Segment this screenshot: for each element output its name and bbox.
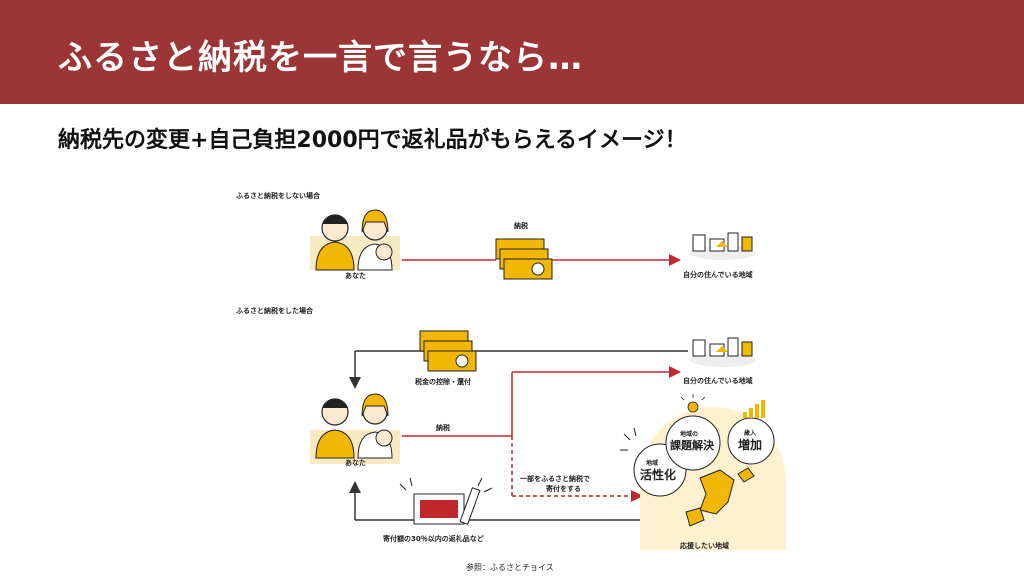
- bubble-income-small: 歳入: [744, 430, 757, 437]
- home-area-label-top: 自分の住んでいる地域: [683, 271, 753, 279]
- hometown-icon-top: [690, 232, 756, 260]
- you-illustration-top: [310, 209, 400, 271]
- bubble-issues: [665, 415, 721, 471]
- bubble-income-big: 増加: [738, 438, 763, 452]
- gift-icon: [399, 477, 493, 525]
- you-label-top: あなた: [345, 272, 366, 280]
- you-illustration-bottom: [310, 393, 400, 464]
- bar-graph-icon: [743, 400, 765, 418]
- deduction-label: 税金の控除・還付: [415, 378, 471, 386]
- source-credit: 参照：ふるさとチョイス: [466, 563, 554, 572]
- bubble-issues-big: 課題解決: [670, 439, 714, 452]
- tax-label-top: 納税: [514, 222, 528, 230]
- bubble-revitalize-big: 活性化: [640, 468, 677, 482]
- bubble-issues-small: 地域の: [680, 431, 699, 438]
- lightbulb-icon: [680, 394, 706, 413]
- money-cards-top: [495, 238, 553, 280]
- gift-label: 寄付額の30％以内の返礼品など: [383, 535, 484, 543]
- section-with-label: ふるさと納税をした場合: [236, 307, 313, 315]
- page-title: ふるさと納税を一言で言うなら…: [58, 38, 583, 78]
- money-cards-refund: [419, 330, 477, 372]
- you-label-bottom: あなた: [345, 459, 366, 467]
- page-subtitle: 納税先の変更+自己負担2000円で返礼品がもらえるイメージ！: [58, 128, 687, 153]
- donation-label-line1: 一部をふるさと納税で: [520, 475, 590, 483]
- support-area-label: 応援したい地域: [680, 542, 729, 550]
- hometown-icon-bottom: [690, 337, 756, 367]
- sparkle-icon: [620, 427, 637, 451]
- home-area-label-bottom: 自分の住んでいる地域: [683, 377, 753, 385]
- section-without-label: ふるさと納税をしない場合: [236, 192, 320, 200]
- tax-label-bottom: 納税: [436, 424, 450, 432]
- header-bar: ふるさと納税を一言で言うなら…: [0, 0, 1024, 104]
- donation-label-line2: 寄付をする: [546, 485, 581, 493]
- bubble-revitalize-small: 地域: [646, 460, 659, 467]
